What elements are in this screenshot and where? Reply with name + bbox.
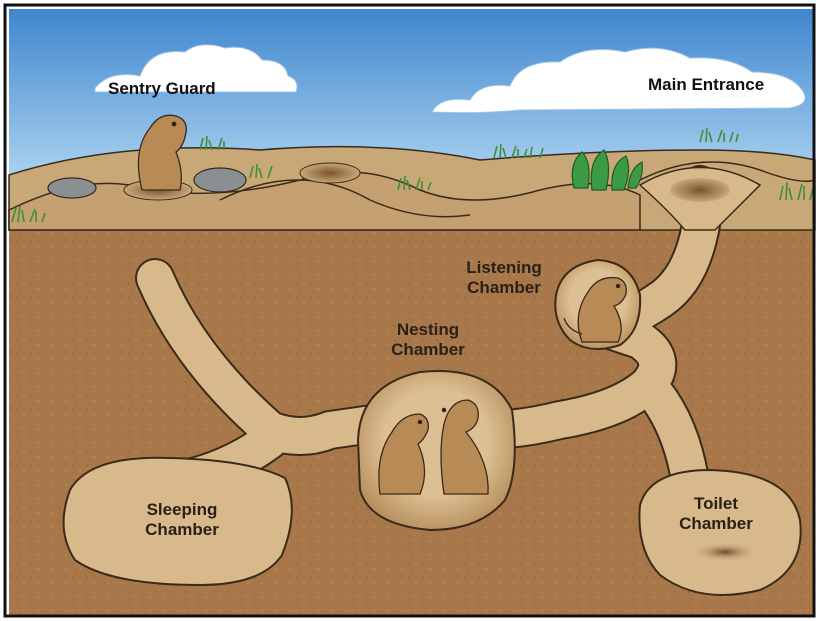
listening-chamber-label: Listening Chamber [458,258,550,298]
nesting-chamber [358,371,515,530]
nesting-chamber-label: Nesting Chamber [380,320,476,360]
main-entrance-hole [670,178,730,202]
rock-left [48,178,96,198]
surface-hole [300,163,360,183]
sentry-guard-label: Sentry Guard [108,79,216,99]
rock-right [194,168,246,192]
sleeping-chamber-label: Sleeping Chamber [132,500,232,540]
main-entrance-label: Main Entrance [648,75,764,95]
listening-chamber-label-line1: Listening [458,258,550,278]
nesting-chamber-label-line2: Chamber [380,340,476,360]
listening-chamber-label-line2: Chamber [458,278,550,298]
sleeping-chamber-label-line1: Sleeping [132,500,232,520]
toilet-chamber-label: Toilet Chamber [668,494,764,534]
toilet-spot [691,542,759,562]
nesting-chamber-label-line1: Nesting [380,320,476,340]
sleeping-chamber-label-line2: Chamber [132,520,232,540]
toilet-chamber-label-line2: Chamber [668,514,764,534]
toilet-chamber-label-line1: Toilet [668,494,764,514]
